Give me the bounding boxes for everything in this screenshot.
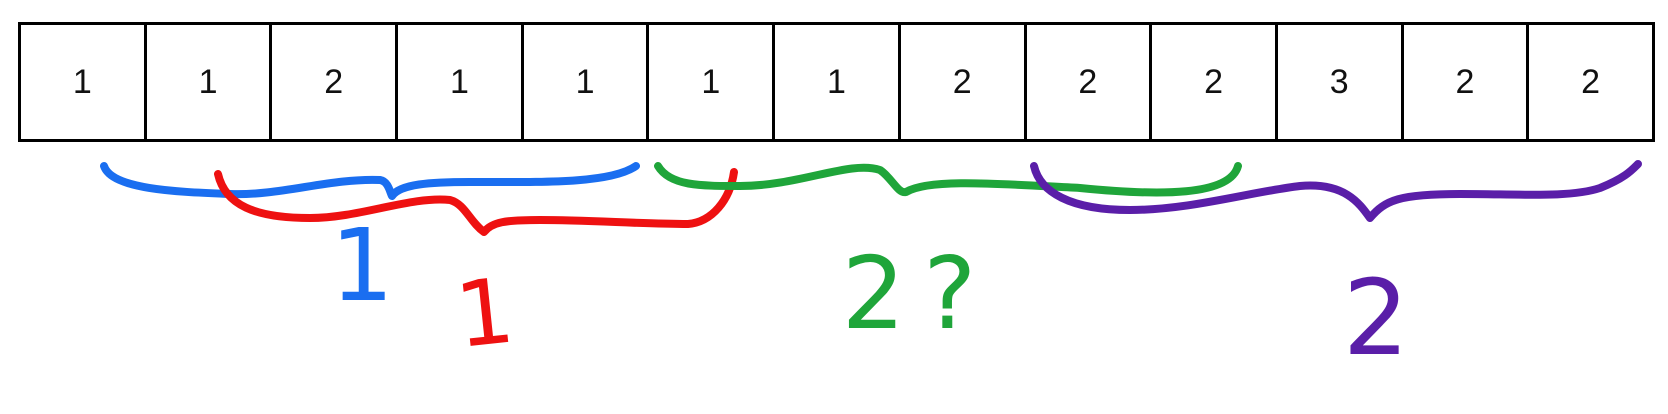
array-cell: 1 xyxy=(147,25,273,139)
red-window-label: 1 xyxy=(451,258,519,368)
green-brace xyxy=(654,162,1242,197)
array-cell: 2 xyxy=(1152,25,1278,139)
array-cell: 1 xyxy=(21,25,147,139)
array-cell: 2 xyxy=(1027,25,1153,139)
array-cell: 3 xyxy=(1278,25,1404,139)
purple-window-label: 2 xyxy=(1343,257,1409,379)
array-cell: 2 xyxy=(1581,62,1601,101)
red-brace xyxy=(214,168,738,236)
purple-brace xyxy=(1030,160,1642,222)
array-cell: 2 xyxy=(901,25,1027,139)
array-cell: 2 xyxy=(272,25,399,139)
array-cell: 1 xyxy=(398,25,524,139)
array-cell: 2 xyxy=(1404,25,1530,139)
blue-brace xyxy=(100,162,640,200)
blue-window-label: 1 xyxy=(330,207,394,324)
array-cell: 1 xyxy=(649,25,776,139)
array-cell: 1 xyxy=(775,25,901,139)
array-cell: 1 xyxy=(524,25,650,139)
green-window-label: 2? xyxy=(842,235,995,352)
number-array: 1 1 2 1 1 1 1 2 2 2 3 2 2 xyxy=(18,22,1655,142)
